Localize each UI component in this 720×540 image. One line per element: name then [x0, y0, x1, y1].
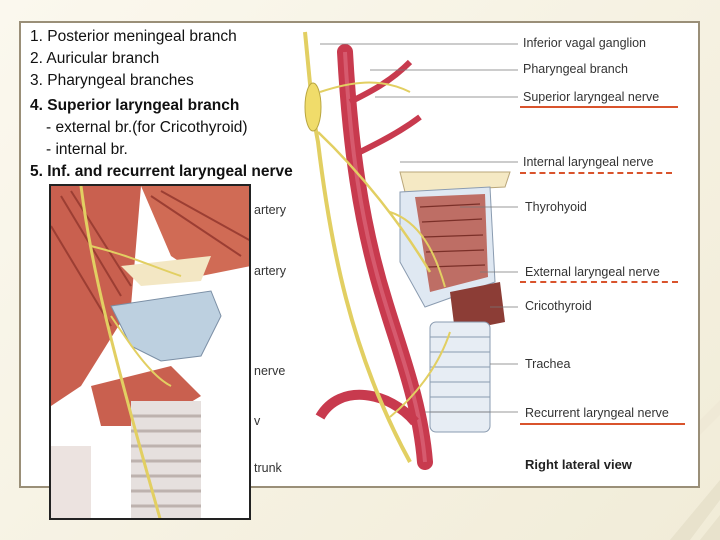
underline-recurrent-laryngeal — [520, 423, 685, 425]
label-thyrohyoid: Thyrohyoid — [525, 200, 587, 214]
larynx — [399, 171, 511, 332]
list-item: 2. Auricular branch — [30, 50, 160, 67]
partial-label-artery-1: artery — [254, 203, 286, 217]
label-external-laryngeal-nerve: External laryngeal nerve — [525, 265, 660, 279]
list-item: 4. Superior laryngeal branch — [30, 97, 240, 114]
list-subitem: - external br.(for Cricothyroid) — [46, 119, 248, 136]
list-item: 1. Posterior meningeal branch — [30, 28, 237, 45]
inset-svg — [51, 186, 249, 518]
label-cricothyroid: Cricothyroid — [525, 299, 592, 313]
label-inferior-vagal-ganglion: Inferior vagal ganglion — [523, 36, 646, 50]
label-view: Right lateral view — [525, 457, 632, 472]
label-pharyngeal-branch: Pharyngeal branch — [523, 62, 628, 76]
label-recurrent-laryngeal-nerve: Recurrent laryngeal nerve — [525, 406, 669, 420]
partial-label-nerve: nerve — [254, 364, 286, 378]
vagus-branch-list: 1. Posterior meningeal branch 2. Auricul… — [30, 26, 340, 183]
underline-internal-laryngeal — [520, 172, 672, 174]
label-trachea: Trachea — [525, 357, 571, 371]
main-anatomy-figure — [303, 31, 518, 470]
partial-label-artery-2: artery — [254, 264, 286, 278]
list-subitem: - internal br. — [46, 141, 128, 158]
underline-superior-laryngeal — [520, 106, 678, 108]
label-internal-laryngeal-nerve: Internal laryngeal nerve — [523, 155, 654, 169]
partial-label-v: v — [254, 414, 261, 428]
underline-external-laryngeal — [520, 281, 678, 283]
inset-anatomy-figure — [49, 184, 251, 520]
leader-lines — [320, 43, 518, 413]
label-superior-laryngeal-nerve: Superior laryngeal nerve — [523, 90, 660, 104]
list-item: 5. Inf. and recurrent laryngeal nerve — [30, 163, 293, 180]
partial-label-trunk: trunk — [254, 461, 282, 475]
list-item: 3. Pharyngeal branches — [30, 72, 194, 89]
trachea-shape — [429, 321, 491, 433]
